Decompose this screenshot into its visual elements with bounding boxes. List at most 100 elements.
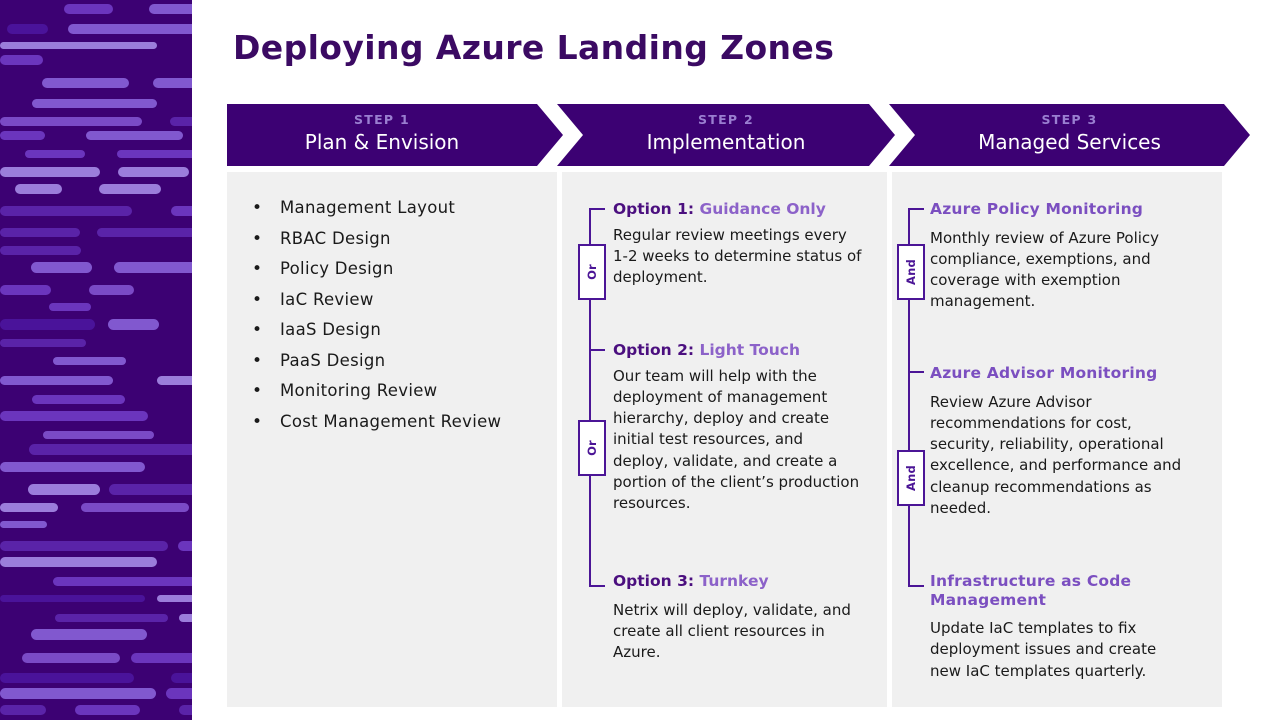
sidebar-stripe — [28, 484, 100, 495]
option-3-heading: Option 3: Turnkey — [613, 572, 865, 591]
sidebar-stripe — [0, 541, 168, 551]
bullet-icon: • — [252, 320, 263, 340]
bullet-icon: • — [252, 228, 263, 249]
sidebar-stripe — [99, 184, 161, 194]
sidebar-stripe — [43, 431, 154, 439]
decorative-sidebar — [0, 0, 192, 720]
sidebar-stripe — [32, 395, 125, 404]
sidebar-stripe — [53, 577, 192, 586]
list-item-label: RBAC Design — [280, 228, 391, 248]
sidebar-stripe — [0, 285, 51, 295]
sidebar-stripe — [97, 228, 192, 237]
sidebar-stripe — [157, 376, 192, 385]
sidebar-stripe — [114, 262, 192, 273]
sidebar-stripe — [157, 595, 192, 602]
list-item-label: Cost Management Review — [280, 411, 502, 431]
bullet-icon: • — [252, 289, 263, 310]
list-item-label: Management Layout — [280, 198, 456, 217]
list-item: • Monitoring Review — [252, 381, 552, 400]
sidebar-stripe — [109, 484, 192, 495]
sidebar-stripe — [75, 705, 140, 715]
sidebar-stripe — [0, 673, 134, 683]
sidebar-stripe — [0, 595, 145, 602]
bullet-icon: • — [252, 259, 263, 279]
bracket-tick-option-1 — [589, 208, 605, 210]
banner-step-2-kicker: STEP 2 — [697, 112, 755, 127]
sidebar-stripe — [0, 55, 43, 65]
sidebar-stripe — [31, 629, 147, 640]
sidebar-stripe — [117, 150, 192, 158]
iac-management-body: Update IaC templates to fix deployment i… — [930, 619, 1157, 680]
sidebar-stripe — [53, 357, 126, 365]
bracket-tick-option-3 — [589, 585, 605, 587]
connector-or-1-label: Or — [584, 264, 599, 280]
sidebar-stripe — [0, 131, 45, 140]
option-2-group: Option 2: Light Touch Our team will help… — [613, 341, 861, 515]
option-1-sub: Guidance Only — [699, 200, 826, 218]
connector-or-1: Or — [578, 244, 606, 300]
bullet-icon: • — [252, 198, 263, 218]
azure-advisor-monitoring-heading: Azure Advisor Monitoring — [930, 364, 1158, 382]
bracket-spine — [589, 208, 591, 587]
sidebar-stripe — [108, 319, 159, 330]
sidebar-stripe — [0, 557, 157, 567]
sidebar-stripe — [0, 228, 80, 237]
option-3-sub: Turnkey — [699, 572, 769, 590]
connector-or-2-label: Or — [584, 440, 599, 456]
column-panel-managed-services — [892, 172, 1222, 707]
sidebar-stripe — [149, 4, 192, 14]
sidebar-stripe — [0, 319, 95, 330]
banner-step-2[interactable]: STEP 2 Implementation — [557, 104, 895, 166]
sidebar-stripe — [171, 206, 192, 216]
banner-step-1[interactable]: STEP 1 Plan & Envision — [227, 104, 563, 166]
column-panel-plan — [227, 172, 557, 707]
azure-policy-monitoring-body: Monthly review of Azure Policy complianc… — [930, 228, 1160, 311]
banner-step-1-kicker: STEP 1 — [353, 112, 411, 127]
bracket-tick-iac — [908, 585, 924, 587]
bracket-tick-policy — [908, 208, 924, 210]
list-item-label: IaC Review — [280, 289, 374, 309]
list-item-label: PaaS Design — [280, 350, 386, 370]
step-banner: STEP 1 Plan & Envision STEP 2 Implementa… — [227, 104, 1250, 166]
sidebar-stripe — [7, 24, 48, 34]
sidebar-stripe — [0, 246, 81, 255]
iac-management-heading: Infrastructure as Code Management — [930, 572, 1132, 609]
sidebar-stripe — [170, 117, 192, 126]
sidebar-stripe — [153, 78, 192, 88]
sidebar-stripe — [0, 688, 156, 699]
option-1-body: Regular review meetings every 1-2 weeks … — [613, 225, 862, 287]
banner-step-3-title: Managed Services — [978, 130, 1161, 154]
sidebar-stripe — [86, 131, 183, 140]
sidebar-stripe — [0, 339, 86, 347]
sidebar-stripe — [0, 503, 58, 512]
azure-policy-monitoring-heading: Azure Policy Monitoring — [930, 200, 1144, 218]
sidebar-stripe — [118, 167, 189, 177]
option-2-sub: Light Touch — [699, 341, 801, 359]
sidebar-stripe — [179, 614, 192, 622]
sidebar-stripe — [0, 705, 46, 715]
option-3-body: Netrix will deploy, validate, and create… — [613, 600, 851, 662]
azure-advisor-monitoring-group: Azure Advisor Monitoring Review Azure Ad… — [930, 364, 1188, 519]
connector-and-1-label: And — [904, 259, 919, 285]
connector-and-1: And — [897, 244, 925, 300]
connector-and-2: And — [897, 450, 925, 506]
iac-management-group: Infrastructure as Code Management Update… — [930, 572, 1168, 682]
bullet-icon: • — [252, 381, 263, 401]
sidebar-stripe — [32, 99, 157, 108]
sidebar-stripe — [81, 503, 189, 512]
sidebar-stripe — [49, 303, 91, 311]
azure-policy-monitoring-group: Azure Policy Monitoring Monthly review o… — [930, 200, 1188, 313]
option-2-body: Our team will help with the deployment o… — [613, 366, 860, 513]
sidebar-stripe — [15, 184, 62, 194]
page-title: Deploying Azure Landing Zones — [233, 28, 835, 67]
sidebar-stripe — [22, 653, 120, 663]
list-item: • RBAC Design — [252, 229, 552, 248]
sidebar-stripe — [0, 206, 132, 216]
option-3-lead: Option 3: — [613, 572, 695, 590]
list-item-label: IaaS Design — [280, 320, 382, 339]
bullet-icon: • — [252, 350, 263, 371]
banner-step-3[interactable]: STEP 3 Managed Services — [889, 104, 1250, 166]
sidebar-stripe — [0, 521, 47, 528]
sidebar-stripe — [178, 541, 192, 551]
sidebar-stripe — [0, 117, 142, 126]
